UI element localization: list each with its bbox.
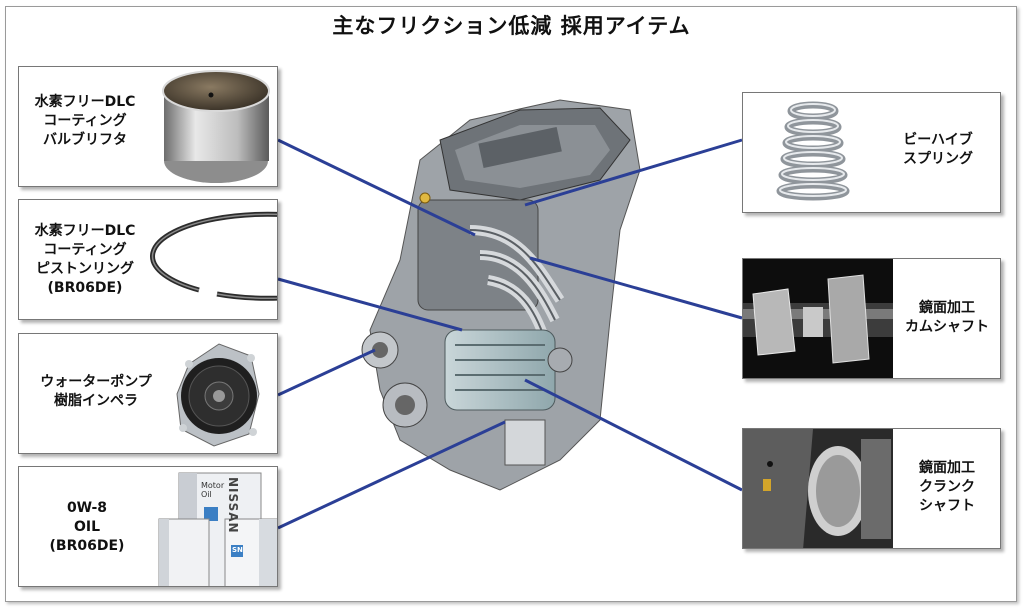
label-line: (BR06DE) xyxy=(47,280,123,296)
item-label-crankshaft: 鏡面加工 クランク シャフト xyxy=(893,459,1000,516)
label-line: 鏡面加工 xyxy=(919,460,975,476)
connector-oil xyxy=(277,420,506,530)
diagram-frame xyxy=(5,6,1017,602)
label-line: 水素フリーDLC xyxy=(34,223,136,239)
oil-can-brand: NISSAN xyxy=(226,477,240,534)
beehive-spring-image xyxy=(773,97,853,209)
water-pump-image xyxy=(176,343,260,447)
item-box-piston-ring: 水素フリーDLC コーティング ピストンリング (BR06DE) xyxy=(18,199,278,320)
label-line: カムシャフト xyxy=(905,319,989,335)
item-label-beehive-spring: ビーハイブ スプリング xyxy=(883,131,993,169)
label-line: バルブリフタ xyxy=(43,132,127,148)
label-line: 鏡面加工 xyxy=(919,300,975,316)
item-label-water-pump: ウォーターポンプ 樹脂インペラ xyxy=(21,373,171,411)
item-label-oil: 0W-8 OIL (BR06DE) xyxy=(37,499,137,556)
item-box-water-pump: ウォーターポンプ 樹脂インペラ xyxy=(18,333,278,454)
connector-camshaft xyxy=(529,256,743,320)
label-line: 樹脂インペラ xyxy=(54,393,138,409)
oil-cans-image xyxy=(158,472,277,586)
connector-spring xyxy=(524,138,743,207)
label-line: クランク xyxy=(919,479,975,495)
connector-water-pump xyxy=(277,348,376,397)
item-box-camshaft: 鏡面加工 カムシャフト xyxy=(742,258,1001,379)
crankshaft-image xyxy=(743,429,893,548)
item-box-beehive-spring: ビーハイブ スプリング xyxy=(742,92,1001,213)
label-line: ビーハイブ xyxy=(903,132,973,148)
label-line: シャフト xyxy=(919,498,975,514)
oil-can-grade: SN xyxy=(232,546,243,554)
item-box-crankshaft: 鏡面加工 クランク シャフト xyxy=(742,428,1001,549)
label-line: コーティング xyxy=(43,113,127,129)
diagram-title: 主なフリクション低減 採用アイテム xyxy=(332,14,691,38)
label-line: (BR06DE) xyxy=(49,538,125,554)
camshaft-image xyxy=(743,259,893,378)
label-line: スプリング xyxy=(903,151,973,167)
engine-illustration xyxy=(361,99,641,491)
connector-crankshaft xyxy=(524,378,743,492)
label-line: 水素フリーDLC xyxy=(34,94,136,110)
label-line: OIL xyxy=(73,519,101,535)
item-box-oil: 0W-8 OIL (BR06DE) NISSAN Motor Oil SN xyxy=(18,466,278,587)
item-label-valve-lifter: 水素フリーDLC コーティング バルブリフタ xyxy=(21,93,149,150)
label-line: ウォーターポンプ xyxy=(40,374,152,390)
item-label-piston-ring: 水素フリーDLC コーティング ピストンリング (BR06DE) xyxy=(21,222,149,298)
connector-lines xyxy=(277,138,743,530)
valve-lifter-image xyxy=(162,70,270,183)
connector-valve-lifter xyxy=(277,138,476,237)
connector-piston-ring xyxy=(277,277,463,332)
item-label-camshaft: 鏡面加工 カムシャフト xyxy=(893,299,1000,337)
piston-ring-image xyxy=(150,211,277,301)
label-line: 0W-8 xyxy=(66,500,108,516)
oil-can-product: Motor Oil xyxy=(201,481,225,499)
item-box-valve-lifter: 水素フリーDLC コーティング バルブリフタ xyxy=(18,66,278,187)
label-line: コーティング xyxy=(43,242,127,258)
label-line: ピストンリング xyxy=(36,261,134,277)
